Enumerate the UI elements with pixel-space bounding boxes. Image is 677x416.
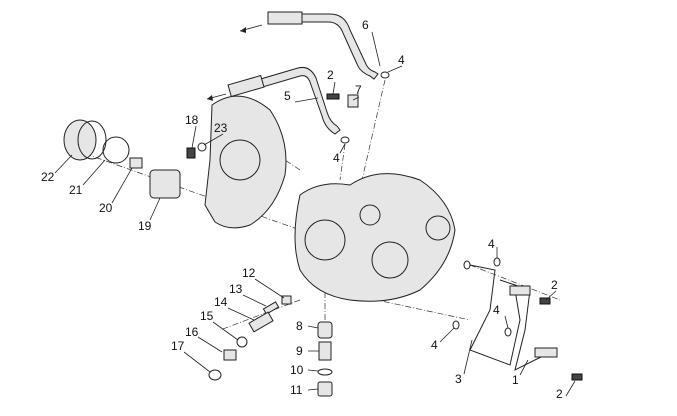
- pipe-6: [267, 11, 379, 80]
- spring-9: [318, 341, 332, 361]
- callout-label: 11: [290, 383, 303, 397]
- callout-label: 4: [488, 237, 495, 251]
- callout-label: 9: [296, 344, 303, 358]
- callout-label: 2: [556, 387, 563, 401]
- callout-label: 1: [512, 373, 519, 387]
- callout-label: 15: [200, 309, 214, 323]
- callout-label: 2: [551, 278, 558, 292]
- washer-4-mid: [340, 136, 350, 144]
- piston-8: [317, 321, 333, 339]
- pin-13: [262, 301, 280, 315]
- cap-22: [63, 119, 97, 161]
- callout-label: 19: [138, 219, 152, 233]
- pipe-5: [227, 67, 341, 135]
- callout-label: 16: [185, 325, 199, 339]
- callout-label: 20: [99, 201, 113, 215]
- clutch-cover: [204, 95, 287, 229]
- plug-16: [223, 349, 237, 361]
- callout-label: 7: [355, 83, 362, 97]
- screw-18: [186, 147, 196, 159]
- callout-label: 6: [362, 18, 369, 32]
- washer-17: [208, 369, 222, 381]
- callout-label: 4: [431, 338, 438, 352]
- callout-label: 14: [214, 295, 228, 309]
- screw-2-right: [539, 297, 551, 305]
- callout-label: 10: [290, 363, 304, 377]
- washer-4-top: [380, 71, 390, 79]
- fitting-7: [347, 94, 359, 108]
- callout-label: 22: [41, 170, 55, 184]
- callout-label: 13: [229, 282, 243, 296]
- screw-2-bottom: [571, 373, 583, 381]
- screw-2-top: [326, 93, 340, 100]
- oil-filter-19: [149, 169, 181, 199]
- callout-label: 4: [333, 151, 340, 165]
- arrow-6: [239, 24, 263, 33]
- callout-label: 3: [455, 372, 462, 386]
- crankcase: [294, 173, 456, 302]
- o-ring-15: [236, 336, 248, 348]
- callout-label: 5: [284, 89, 291, 103]
- callout-label: 4: [493, 303, 500, 317]
- callout-label: 17: [171, 339, 185, 353]
- callout-label: 21: [69, 183, 83, 197]
- washer-23: [197, 142, 207, 152]
- spring-14: [248, 311, 274, 333]
- arrow-5: [206, 93, 227, 101]
- plug-11: [317, 381, 333, 397]
- callout-label: 18: [185, 113, 199, 127]
- washer-10: [317, 368, 333, 376]
- spring-20: [129, 157, 143, 169]
- callout-label: 12: [242, 266, 256, 280]
- callout-label: 4: [398, 53, 405, 67]
- callout-label: 23: [214, 121, 228, 135]
- plug-12: [281, 295, 292, 305]
- callout-label: 8: [296, 319, 303, 333]
- callout-label: 2: [327, 68, 334, 82]
- o-ring-21: [102, 136, 130, 164]
